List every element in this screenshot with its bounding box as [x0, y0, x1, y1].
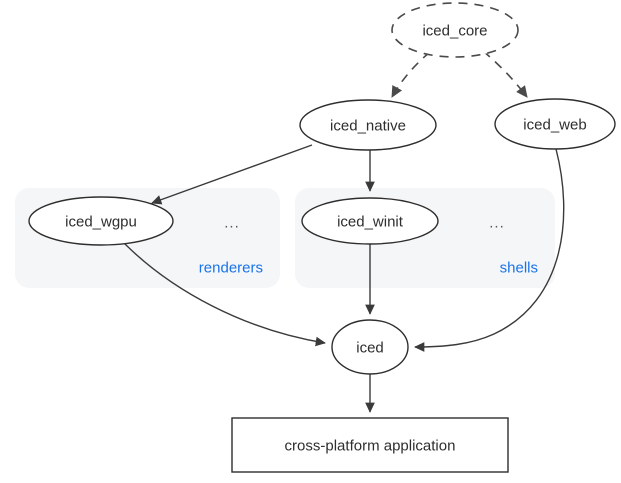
node-iced-core[interactable]: iced_core: [391, 2, 519, 58]
ellipsis-shells-more: ...: [489, 215, 505, 232]
node-iced-winit[interactable]: iced_winit: [301, 197, 439, 245]
node-iced-web[interactable]: iced_web: [494, 98, 616, 150]
edge-core-to-web: [482, 50, 528, 98]
node-iced-winit-shape: [301, 197, 439, 245]
cluster-label-shells: shells: [500, 260, 538, 277]
node-iced-wgpu-label: iced_wgpu: [65, 214, 137, 231]
node-application[interactable]: cross-platform application: [231, 417, 509, 473]
node-iced-core-label: iced_core: [422, 23, 487, 40]
node-iced-native[interactable]: iced_native: [299, 99, 437, 151]
node-iced-shape: [331, 319, 409, 375]
node-iced-web-shape: [494, 98, 616, 150]
edge-wgpu-to-iced: [123, 242, 326, 347]
node-application-shape: [231, 417, 509, 473]
node-iced-label: iced: [356, 340, 384, 357]
node-iced[interactable]: iced: [331, 319, 409, 375]
ellipsis-renderers-more: ...: [224, 215, 240, 232]
node-iced-winit-label: iced_winit: [337, 214, 404, 231]
edge-web-to-iced: [414, 148, 565, 352]
node-iced-wgpu-shape: [28, 196, 174, 246]
node-iced-web-label: iced_web: [523, 117, 586, 134]
node-iced-native-label: iced_native: [330, 118, 406, 135]
edges-group: [123, 50, 565, 413]
node-application-label: cross-platform application: [285, 438, 456, 455]
nodes-group: iced_core iced_native iced_web iced_wgpu…: [28, 2, 616, 473]
cluster-labels-group: renderers shells ... ...: [199, 215, 538, 277]
edge-core-to-native: [391, 51, 431, 98]
node-iced-wgpu[interactable]: iced_wgpu: [28, 196, 174, 246]
node-iced-native-shape: [299, 99, 437, 151]
node-iced-core-shape: [391, 2, 519, 58]
edge-native-to-wgpu: [151, 144, 313, 205]
cluster-label-renderers: renderers: [199, 260, 263, 277]
